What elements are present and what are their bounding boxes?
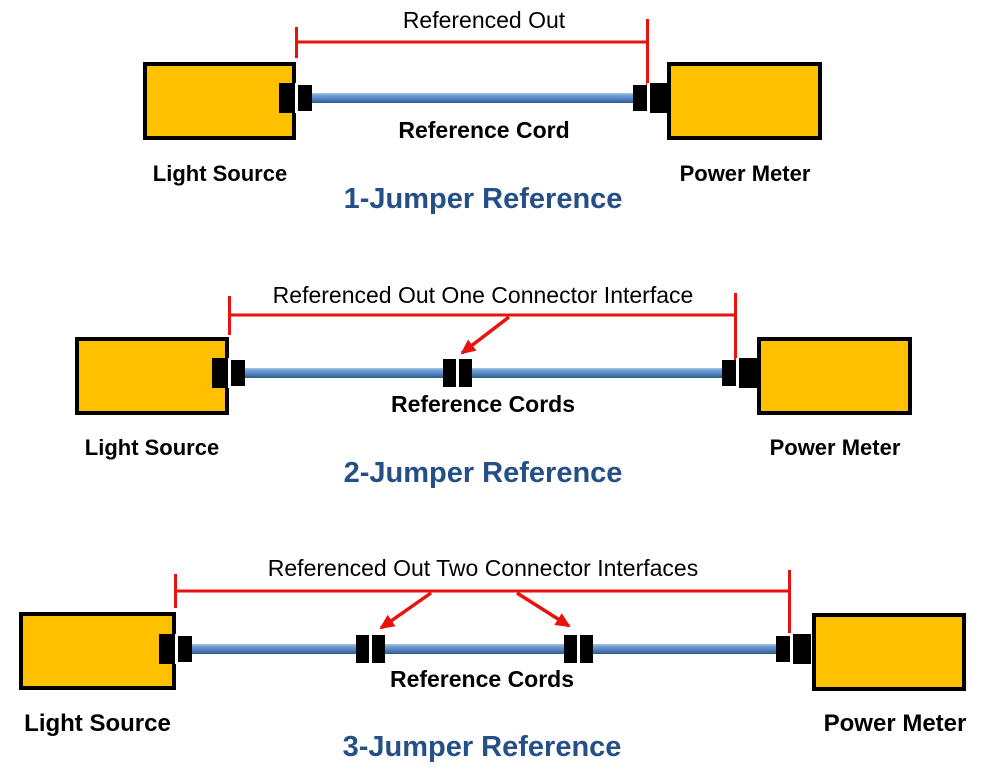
- connector-stub: [212, 358, 228, 388]
- power-meter-connector: [722, 358, 757, 388]
- mid-connector-1: [443, 359, 472, 387]
- connector-stub: [279, 83, 295, 113]
- connector-arrow-left: [379, 591, 433, 630]
- power-meter-label: Power Meter: [823, 710, 967, 737]
- connector-plug: [298, 85, 312, 111]
- connector-plug: [356, 635, 369, 663]
- connector-interface-gap: [228, 358, 231, 388]
- light-source-label: Light Source: [24, 710, 171, 737]
- connector-stub: [793, 634, 811, 664]
- connector-stub: [739, 358, 757, 388]
- power-meter-box: [757, 337, 912, 415]
- power-meter-connector: [633, 83, 668, 113]
- cord-label: Reference Cords: [390, 391, 576, 417]
- connector-plug: [564, 635, 577, 663]
- light-source-connector: [159, 634, 192, 664]
- connector-plug: [459, 359, 472, 387]
- reference-cord: [188, 644, 780, 654]
- power-meter-label: Power Meter: [679, 161, 811, 186]
- connector-arrow-right: [516, 591, 571, 628]
- diagram-title: 3-Jumper Reference: [342, 731, 622, 763]
- light-source-connector: [279, 83, 312, 113]
- connector-plug: [776, 636, 790, 662]
- connector-plug: [372, 635, 385, 663]
- diagram-title: 2-Jumper Reference: [343, 457, 623, 489]
- connector-plug: [580, 635, 593, 663]
- connector-interface-gap: [175, 634, 178, 664]
- reference-cord: [240, 368, 726, 378]
- connector-interface-gap: [456, 359, 459, 387]
- power-meter-connector: [776, 634, 811, 664]
- power-meter-box: [667, 62, 822, 140]
- connector-interface-gap: [295, 83, 298, 113]
- connector-interface-gap: [369, 635, 372, 663]
- power-meter-label: Power Meter: [769, 435, 901, 460]
- connector-stub: [650, 83, 668, 113]
- light-source-label: Light Source: [84, 435, 220, 460]
- connector-plug: [633, 85, 647, 111]
- connector-interface-gap: [790, 634, 793, 664]
- connector-interface-gap: [577, 635, 580, 663]
- light-source-box: [19, 612, 176, 690]
- referenced-out-label: Referenced Out: [402, 7, 566, 33]
- power-meter-box: [812, 613, 966, 691]
- connector-plug: [178, 636, 192, 662]
- connector-plug: [722, 360, 736, 386]
- connector-plug: [443, 359, 456, 387]
- mid-connector-2: [564, 635, 593, 663]
- referenced-out-label: Referenced Out One Connector Interface: [272, 282, 694, 308]
- mid-connector-1: [356, 635, 385, 663]
- cord-label: Reference Cord: [398, 117, 570, 143]
- connector-plug: [231, 360, 245, 386]
- connector-interface-gap: [647, 83, 650, 113]
- connector-interface-gap: [736, 358, 739, 388]
- referenced-out-label: Referenced Out Two Connector Interfaces: [267, 555, 699, 581]
- reference-cord: [308, 93, 638, 103]
- diagram-title: 1-Jumper Reference: [343, 183, 623, 215]
- light-source-label: Light Source: [152, 161, 288, 186]
- connector-stub: [159, 634, 175, 664]
- light-source-connector: [212, 358, 245, 388]
- cord-label: Reference Cords: [389, 666, 575, 692]
